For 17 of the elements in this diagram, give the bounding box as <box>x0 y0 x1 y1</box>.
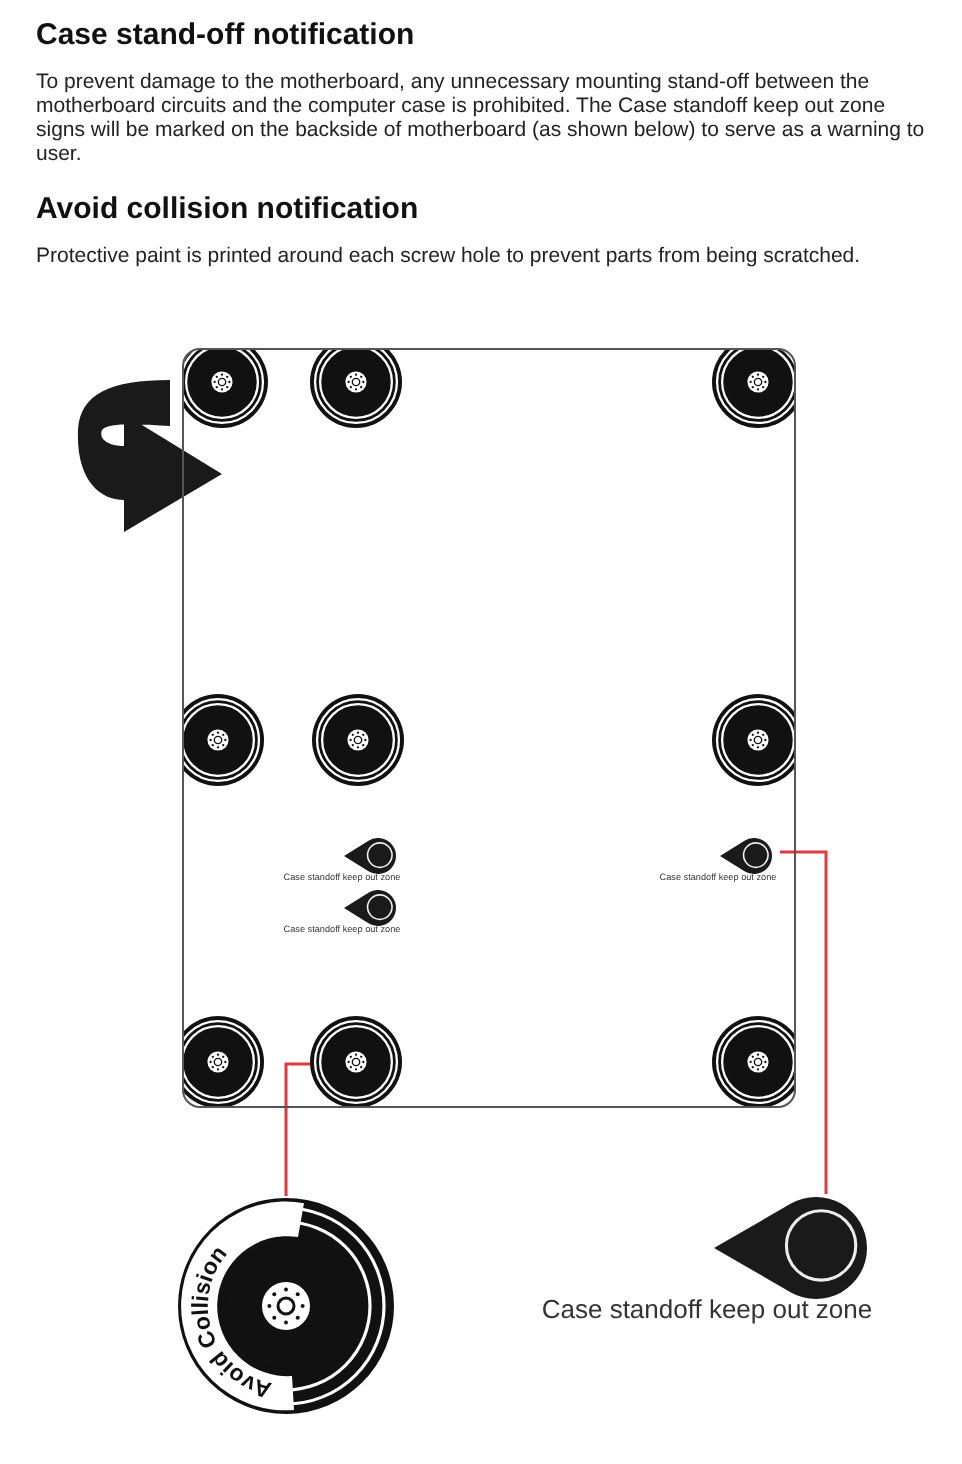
screw-hole-marker <box>712 350 794 428</box>
screw-hole-marker <box>184 350 268 428</box>
paragraph: To prevent damage to the motherboard, any unnecessary mounting stand-off between the motherboard circuits and the computer case is prohibited. The Case standoff keep out zone signs will be marked on the backside of motherboard (as shown below) to serve as a warning to user. <box>36 70 927 166</box>
screw-hole-marker <box>184 1016 264 1106</box>
section-heading: Case stand-off notification <box>36 18 415 52</box>
section-heading: Avoid collision notification <box>36 192 419 226</box>
screw-hole-marker <box>310 350 402 428</box>
leader-line <box>780 850 828 1194</box>
screw-hole-marker <box>310 1016 402 1106</box>
leader-line <box>284 1062 310 1196</box>
screw-hole-marker <box>184 694 264 786</box>
screw-hole-marker <box>712 1016 794 1106</box>
motherboard-outline <box>182 348 796 1108</box>
screw-hole-marker <box>712 694 794 786</box>
screw-hole-marker <box>312 694 404 786</box>
paragraph: Protective paint is printed around each screw hole to prevent parts from being scratched. <box>36 244 863 268</box>
marker-caption: Case standoff keep out zone <box>539 1294 875 1324</box>
